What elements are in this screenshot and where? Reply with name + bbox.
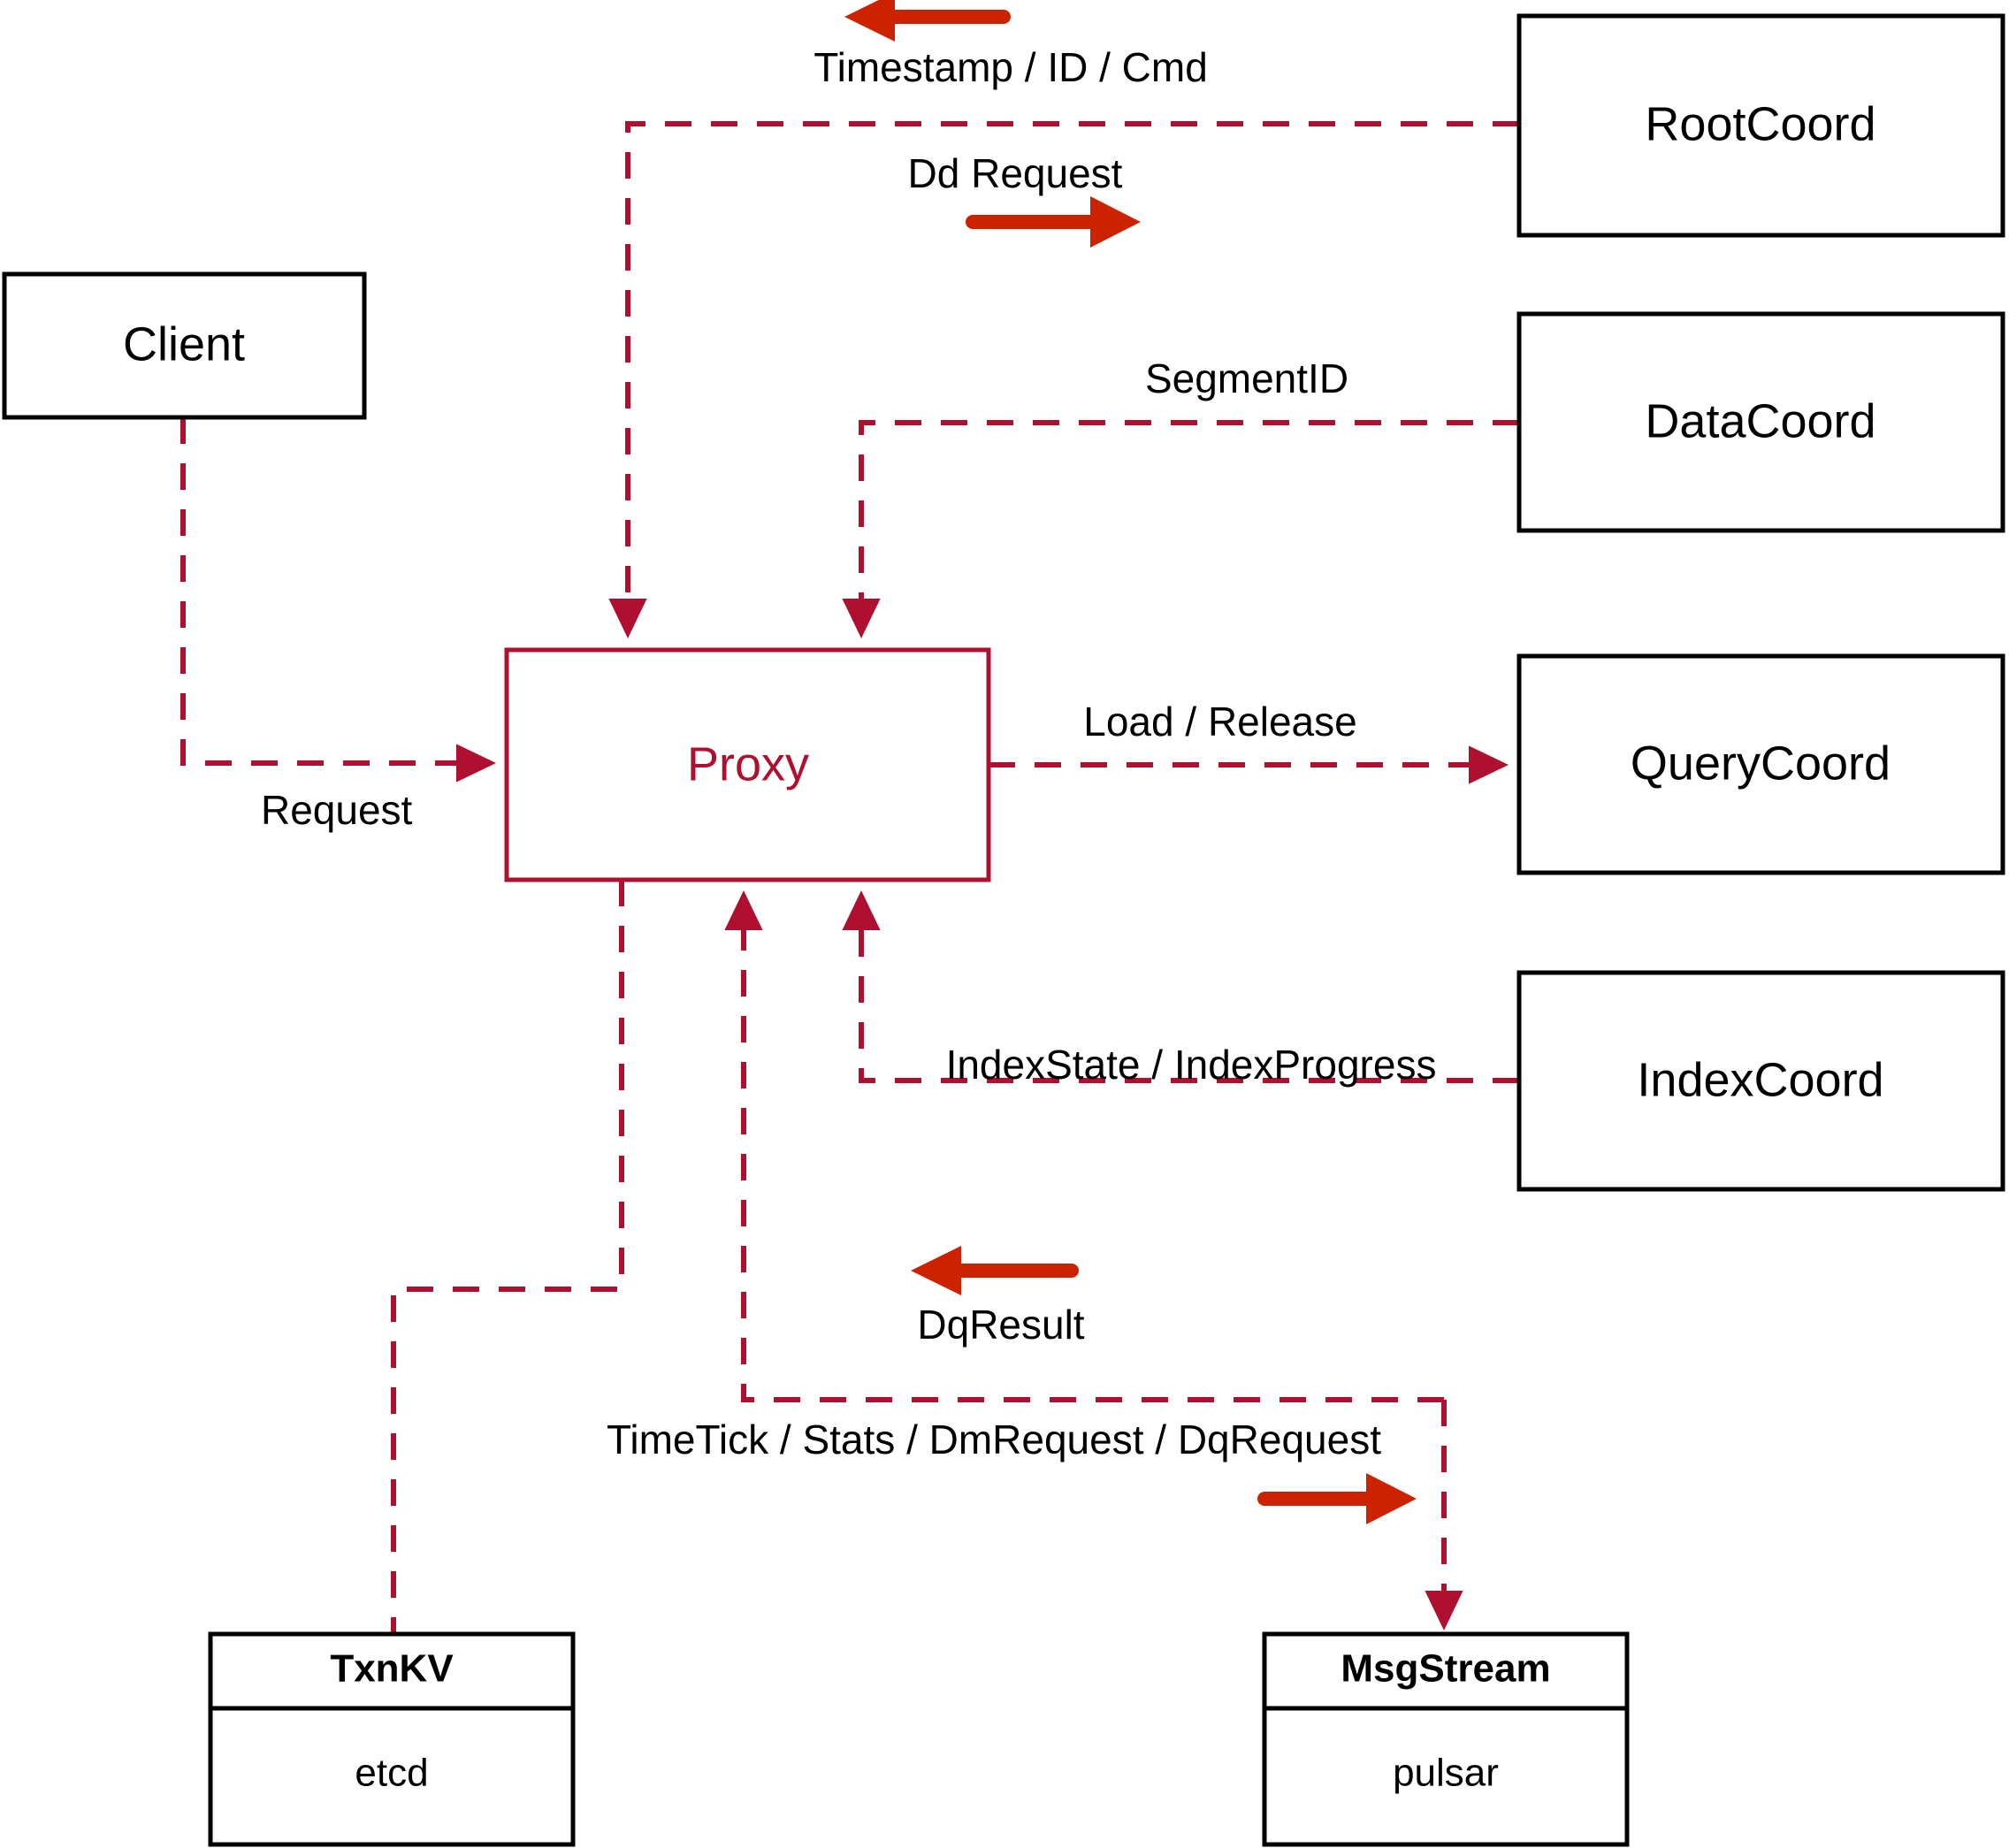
edge-client-proxy — [180, 417, 496, 783]
node-indexcoord-label: IndexCoord — [1637, 1053, 1883, 1106]
arrow-dqresult-left — [911, 1246, 1079, 1295]
node-proxy[interactable]: Proxy — [504, 647, 991, 882]
node-indexcoord[interactable]: IndexCoord — [1516, 970, 2005, 1192]
node-msgstream-sublabel: pulsar — [1393, 1752, 1499, 1795]
edge-label-segmentid: SegmentID — [1145, 355, 1348, 401]
node-msgstream-label: MsgStream — [1341, 1647, 1550, 1691]
node-querycoord[interactable]: QueryCoord — [1516, 653, 2005, 875]
edge-indexcoord-proxy — [842, 890, 1519, 1083]
edge-proxy-rootcoord — [608, 121, 1519, 638]
edge-label-timestamp: Timestamp / ID / Cmd — [814, 44, 1208, 90]
arrow-dd-request-right — [966, 196, 1141, 248]
node-rootcoord-label: RootCoord — [1645, 97, 1875, 150]
node-client[interactable]: Client — [2, 271, 367, 420]
edge-label-load-release: Load / Release — [1083, 699, 1356, 745]
node-rootcoord[interactable]: RootCoord — [1516, 13, 2005, 238]
node-txnkv[interactable]: TxnKV etcd — [208, 1631, 576, 1847]
edge-label-dd-request: Dd Request — [908, 150, 1123, 196]
node-datacoord[interactable]: DataCoord — [1516, 311, 2005, 533]
edge-msgstream-proxy — [724, 890, 1444, 1402]
edge-label-indexstate: IndexState / IndexProgress — [946, 1042, 1437, 1088]
node-client-label: Client — [123, 317, 245, 370]
edge-datacoord-proxy — [842, 420, 1519, 638]
arrow-timetick-right — [1257, 1473, 1417, 1524]
node-txnkv-sublabel: etcd — [355, 1752, 428, 1795]
edge-label-timetick: TimeTick / Stats / DmRequest / DqRequest — [607, 1417, 1381, 1462]
edge-label-dqresult: DqResult — [917, 1302, 1084, 1348]
edge-label-request: Request — [261, 787, 413, 833]
node-txnkv-label: TxnKV — [330, 1647, 454, 1691]
node-datacoord-label: DataCoord — [1645, 394, 1875, 447]
arrow-timestamp-left — [844, 0, 1011, 42]
node-proxy-label: Proxy — [687, 737, 809, 790]
node-msgstream[interactable]: MsgStream pulsar — [1262, 1631, 1630, 1847]
edge-proxy-txnkv — [391, 880, 624, 1634]
node-querycoord-label: QueryCoord — [1631, 737, 1891, 790]
